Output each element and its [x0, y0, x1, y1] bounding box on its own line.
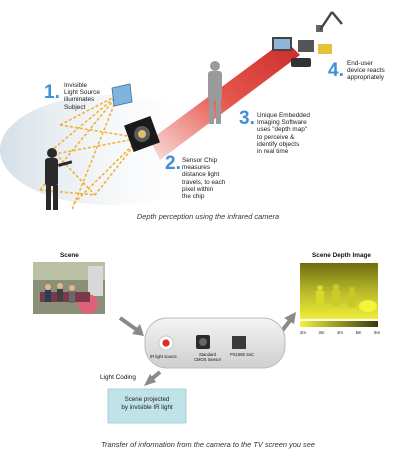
step-2-line: measures	[182, 164, 211, 172]
soc-label: PS1080 SoC	[230, 352, 255, 357]
step-1: 1.	[44, 82, 60, 104]
step-4-text: End-user device reacts appropriately	[347, 60, 385, 82]
scene-label: Scene	[60, 252, 79, 259]
step-2: 2.	[165, 153, 181, 175]
depth-scale-tick: 2m	[300, 330, 306, 335]
end-user-devices	[272, 11, 343, 67]
step-3-line: to perceive &	[257, 133, 295, 141]
step-3-text: Unique Embedded Imaging Software uses "d…	[257, 112, 310, 155]
step-3-line: identify objects	[257, 140, 300, 148]
step-4-line: appropriately	[347, 74, 384, 82]
top-caption: Depth perception using the infrared came…	[136, 212, 280, 221]
depth-beam	[150, 40, 300, 160]
step-3-line: in real time	[257, 148, 289, 156]
step-2-line: Sensor Chip	[182, 157, 218, 164]
projected-box	[107, 388, 187, 424]
cmos-label: Standard CMOS Sensor	[194, 352, 221, 362]
depth-scale-tick: 4m	[337, 330, 343, 335]
step-2-line: distance light	[182, 171, 220, 179]
step-3-line: Unique Embedded	[257, 112, 310, 119]
projected-box-text: Scene projected by invisible IR light	[108, 396, 186, 412]
camera-device	[144, 317, 286, 369]
step-1-line: Invisible	[64, 82, 88, 89]
step-3-line: uses "depth map"	[257, 126, 308, 134]
sensor-chip	[124, 116, 160, 152]
step-3: 3.	[239, 108, 255, 130]
cmos-label-line: Standard	[199, 352, 216, 357]
depth-scale-tick: 6m	[374, 330, 380, 335]
step-1-line: Light Source	[64, 89, 100, 97]
light-rays	[39, 94, 141, 211]
step-1-text: Invisible Light Source illuminates Subje…	[64, 82, 100, 111]
person-left	[45, 148, 73, 210]
scene-depth-label: Scene Depth Image	[312, 252, 371, 259]
flow-arrows	[118, 312, 296, 386]
step-1-line: Subject	[64, 103, 86, 111]
depth-scale-bar	[300, 321, 378, 327]
mannequin-figure	[208, 61, 222, 124]
bottom-caption: Transfer of information from the camera …	[101, 440, 315, 449]
step-4-line: End-user	[347, 60, 373, 67]
step-4-number: 4.	[328, 60, 344, 81]
step-2-line: pixel within	[182, 185, 214, 193]
step-2-number: 2.	[165, 153, 181, 174]
projected-box-line: by invisible IR light	[121, 404, 173, 411]
depth-scale-tick: 5m	[355, 330, 362, 335]
ir-light-source-label: IR light source	[150, 354, 177, 359]
step-2-text: Sensor Chip measures distance light trav…	[182, 157, 225, 200]
scene-photo	[33, 262, 105, 314]
light-coding-label: Light Coding	[100, 374, 136, 381]
step-1-number: 1.	[44, 82, 60, 103]
depth-scale-tick: 3m	[318, 330, 325, 335]
depth-scale-labels: 2m 3m 4m 5m 6m	[300, 330, 380, 335]
step-1-line: illuminates	[64, 96, 95, 104]
step-3-number: 3.	[239, 108, 255, 129]
light-source-panel	[111, 83, 133, 107]
depth-image	[300, 263, 378, 319]
step-3-line: Imaging Software	[257, 119, 307, 127]
projected-box-line: Scene projected	[124, 396, 170, 403]
step-2-line: the chip	[182, 193, 205, 201]
step-4-line: device reacts	[347, 67, 385, 75]
cmos-label-line: CMOS Sensor	[194, 357, 221, 362]
step-2-line: travels, to each	[182, 178, 226, 186]
step-4: 4.	[328, 60, 344, 82]
